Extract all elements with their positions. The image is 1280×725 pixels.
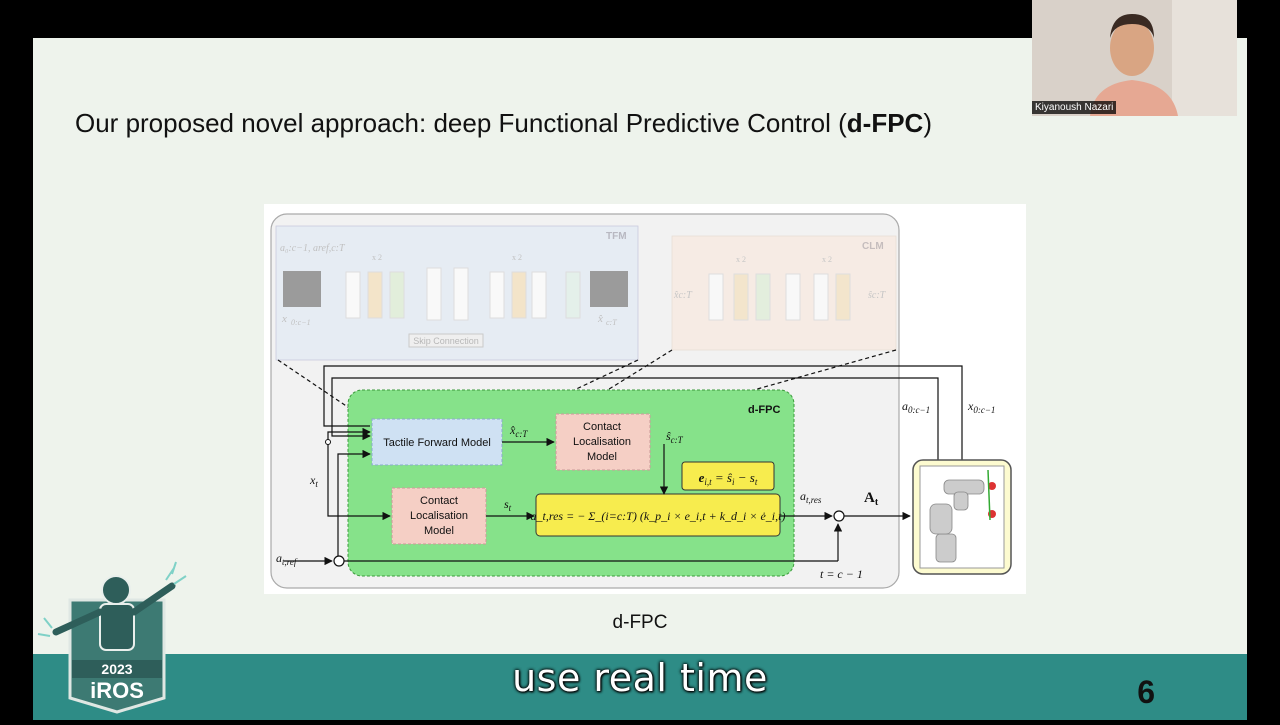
speaker-webcam: Kiyanoush Nazari	[1032, 0, 1237, 116]
dfpc-diagram: TFM a₀:c−1, aref,c:T x 0:c−1 x 2 x 2	[264, 204, 1026, 594]
svg-text:ŝc:T: ŝc:T	[868, 290, 887, 301]
error-equation-box	[681, 461, 775, 491]
iros-logo: 2023 iROS	[36, 560, 208, 720]
svg-text:Localisation: Localisation	[573, 436, 631, 448]
tactile-forward-model-label: Tactile Forward Model	[383, 437, 491, 449]
t-eq-label: t = c − 1	[820, 567, 863, 581]
svg-text:Localisation: Localisation	[410, 510, 468, 522]
tfm-output: x̂	[597, 313, 603, 325]
s-hat-label: ŝc:T	[666, 429, 684, 445]
clm-tag: CLM	[862, 241, 884, 252]
logo-year: 2023	[101, 661, 132, 677]
tfm-output-image	[590, 271, 628, 307]
robot-arm-illustration	[929, 479, 985, 563]
control-law-box	[535, 493, 781, 537]
page-number: 6	[1137, 674, 1155, 710]
contact-localisation-model-top	[555, 413, 651, 471]
x-hat-label: x̂c:T	[509, 423, 528, 439]
a-res-label: at,res	[800, 489, 822, 505]
error-equation: ei,t = ŝi − st	[699, 470, 758, 487]
svg-text:Model: Model	[587, 451, 617, 463]
svg-text:x 2: x 2	[372, 253, 382, 262]
dfpc-tag: d-FPC	[748, 404, 780, 416]
tfm-input: x	[281, 313, 287, 325]
a-ref-label: at,ref	[276, 551, 298, 567]
slide-title: Our proposed novel approach: deep Functi…	[75, 108, 932, 138]
tfm-actions: a₀:c−1, aref,c:T	[280, 243, 346, 254]
tactile-forward-model-box	[371, 418, 503, 466]
skip-connection-label: Skip Connection	[413, 336, 479, 346]
A-t-label: At	[864, 490, 879, 508]
figure-caption: d-FPC	[612, 612, 668, 633]
clm-panel: CLM x̂c:T x 2 x 2 ŝc:T	[671, 235, 897, 351]
x-past-label: x0:c−1	[967, 399, 995, 415]
svg-text:x 2: x 2	[822, 255, 832, 264]
svg-text:c:T: c:T	[606, 318, 617, 327]
tfm-tag: TFM	[606, 231, 627, 242]
svg-text:x 2: x 2	[736, 255, 746, 264]
s-t-label: st	[504, 497, 512, 513]
x-t-label: xt	[309, 473, 318, 489]
svg-text:Contact: Contact	[420, 495, 458, 507]
logo-text: iROS	[90, 678, 144, 703]
tfm-panel: TFM a₀:c−1, aref,c:T x 0:c−1 x 2 x 2	[275, 225, 639, 361]
svg-text:0:c−1: 0:c−1	[291, 318, 311, 327]
control-law-equation: a_t,res = − Σ_(i=c:T) (k_p_i × e_i,t + k…	[531, 509, 786, 523]
footer-bar: 6	[33, 654, 1247, 720]
a-past-label: a0:c−1	[902, 399, 930, 415]
svg-text:Model: Model	[424, 525, 454, 537]
live-subtitle: use real time	[512, 656, 768, 700]
strawberry-icon	[988, 482, 996, 490]
participant-name: Kiyanoush Nazari	[1032, 101, 1117, 114]
tfm-input-image	[283, 271, 321, 307]
svg-text:x 2: x 2	[512, 253, 522, 262]
svg-text:Contact: Contact	[583, 421, 621, 433]
slide: Our proposed novel approach: deep Functi…	[33, 38, 1247, 720]
contact-localisation-model-bottom	[391, 487, 487, 545]
svg-text:x̂c:T: x̂c:T	[673, 290, 693, 301]
